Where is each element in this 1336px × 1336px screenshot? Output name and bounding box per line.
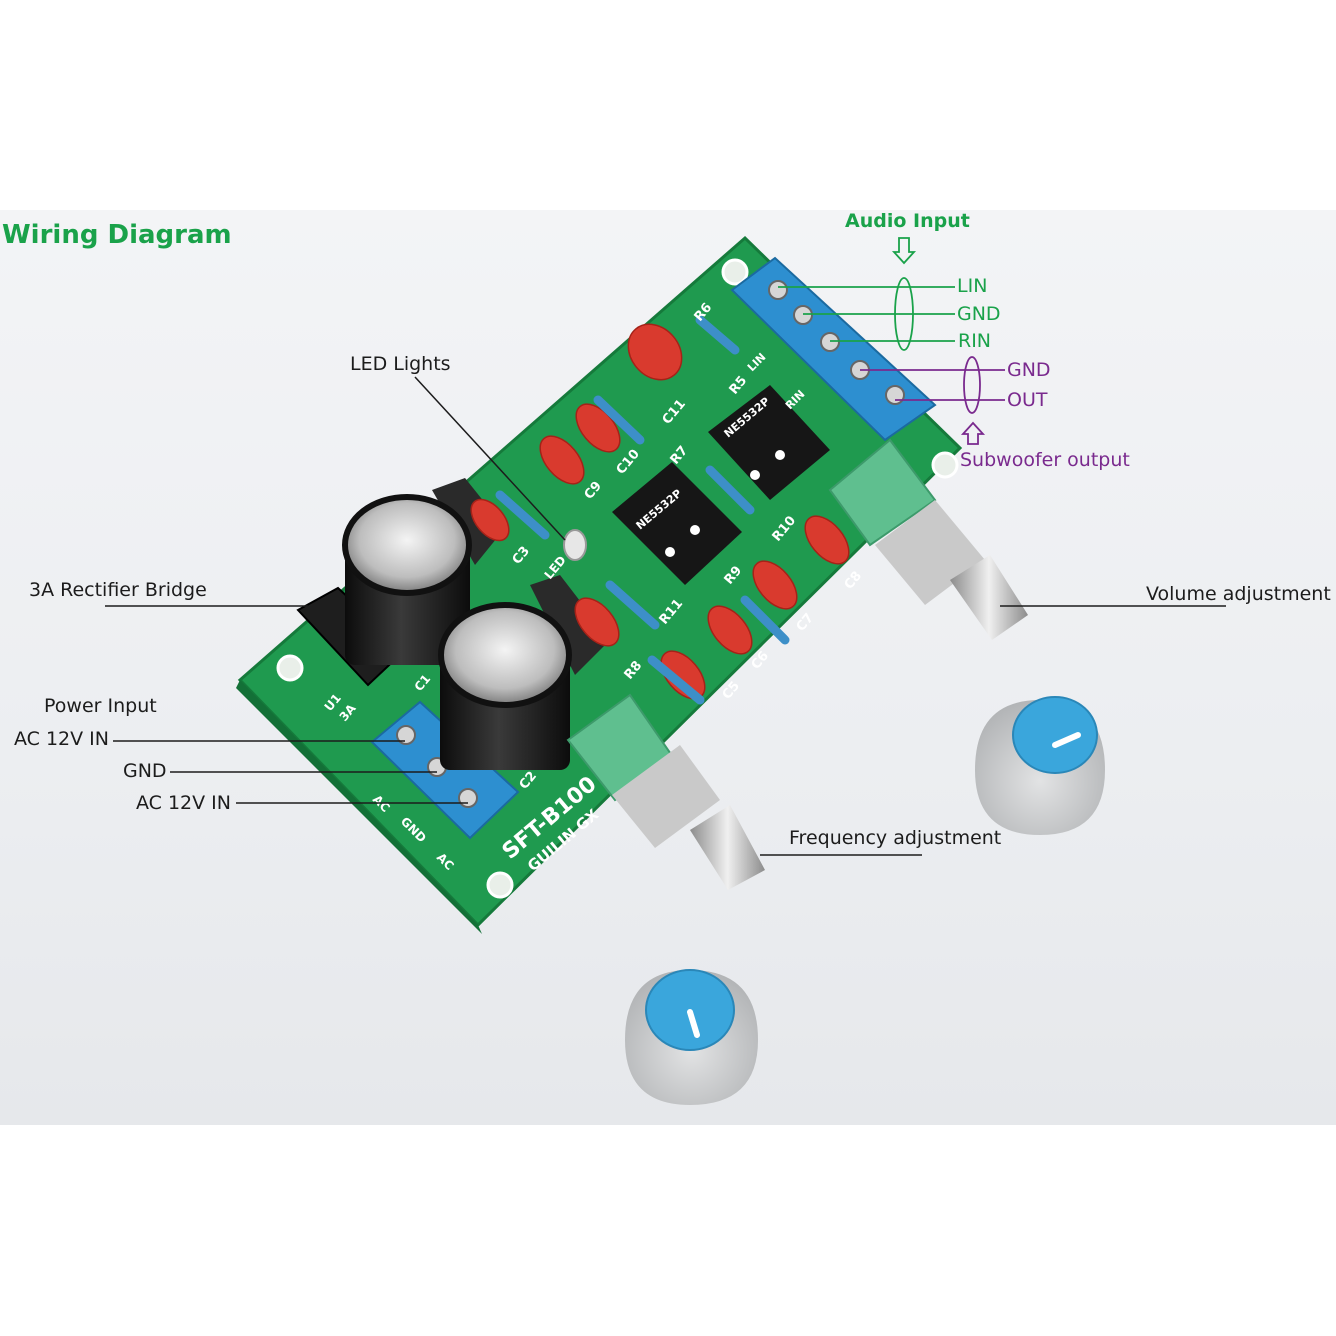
opamp-chip (612, 462, 742, 585)
silk-ref: C7 (794, 611, 817, 635)
rectifier-bridge-label: 3A Rectifier Bridge (29, 579, 207, 601)
gnd-power-label: GND (123, 760, 167, 782)
regulator (432, 478, 505, 565)
rin-label: RIN (958, 330, 992, 352)
mounting-hole (276, 258, 959, 899)
audio-input-label: Audio Input (845, 210, 970, 232)
ac-in-2-label: AC 12V IN (136, 792, 231, 814)
subwoofer-output-arrow-icon (960, 421, 986, 445)
gnd-output-label: GND (1007, 359, 1051, 381)
subwoofer-output-wires (860, 356, 1005, 445)
volume-potentiometer (828, 438, 1028, 640)
regulator (530, 575, 610, 675)
capacitor-c1 (342, 494, 472, 665)
led-callout-line (414, 376, 566, 541)
subwoofer-output-label: Subwoofer output (960, 449, 1130, 471)
film-capacitor (470, 323, 850, 700)
page-title: Wiring Diagram (2, 220, 232, 250)
lin-label: LIN (957, 275, 988, 297)
frequency-potentiometer (566, 693, 765, 890)
audio-input-wires (778, 237, 955, 351)
power-input-label: Power Input (44, 695, 157, 717)
knob (625, 969, 758, 1105)
capacitor-c2 (438, 602, 572, 770)
knob (975, 696, 1105, 835)
opamp-chip (708, 385, 830, 500)
led-lights-label: LED Lights (350, 353, 451, 375)
volume-adjustment-label: Volume adjustment (1146, 583, 1331, 605)
led (563, 529, 587, 561)
frequency-adjustment-label: Frequency adjustment (789, 827, 1002, 849)
resistor (495, 315, 790, 705)
out-label: OUT (1007, 389, 1048, 411)
audio-input-arrow-icon (891, 237, 917, 265)
silk-ref: C8 (842, 569, 865, 593)
gnd-input-label: GND (957, 303, 1001, 325)
ac-in-1-label: AC 12V IN (14, 728, 109, 750)
